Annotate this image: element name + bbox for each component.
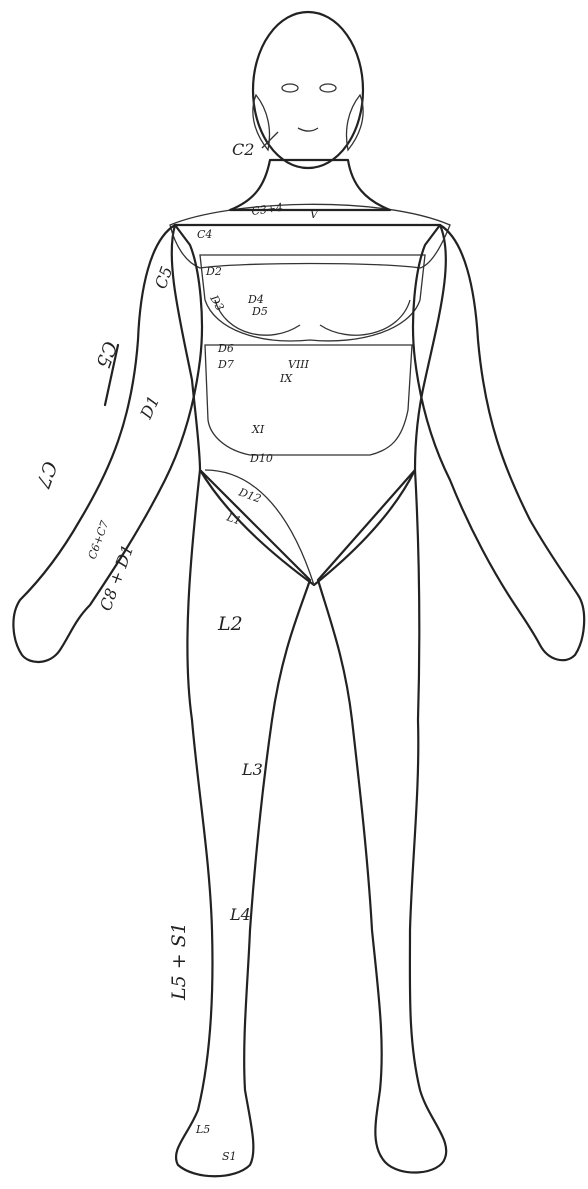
trunk (172, 225, 446, 585)
label-c2: C2 (232, 140, 254, 159)
left-eye (282, 84, 298, 92)
label-c6c7: C6+C7 (86, 519, 112, 561)
left-leg (176, 470, 310, 1176)
right-arm (413, 225, 584, 660)
label-d6: D6 (217, 342, 234, 355)
label-l4: L4 (229, 905, 251, 924)
label-d11: XI (251, 423, 265, 436)
label-l5: L5 (195, 1123, 210, 1136)
right-eye (320, 84, 336, 92)
label-d12: D12 (236, 485, 263, 505)
label-c7: C7 (31, 458, 61, 491)
label-l1: L1 (224, 510, 243, 527)
label-d8: VIII (288, 358, 310, 371)
label-d2: D2 (205, 265, 222, 278)
label-d10: D10 (249, 452, 273, 465)
label-d9: IX (279, 372, 293, 385)
chest-band (200, 255, 425, 341)
label-l2: L2 (217, 613, 243, 635)
label-d1: D1 (136, 393, 163, 423)
label-d7: D7 (217, 358, 234, 371)
label-c5-side: C5 (91, 338, 121, 371)
label-c8d1: C8 + D1 (96, 542, 137, 613)
label-c3c4: C3+4 (251, 201, 284, 218)
label-l5s1: L5 + S1 (168, 922, 190, 1001)
right-leg (318, 470, 446, 1173)
breast-right (320, 300, 410, 335)
label-v: V (310, 208, 319, 221)
label-c4: C4 (197, 228, 212, 241)
mouth (298, 128, 318, 131)
label-l3: L3 (241, 760, 263, 779)
label-s1: S1 (222, 1150, 237, 1163)
label-d5: D5 (251, 305, 268, 318)
